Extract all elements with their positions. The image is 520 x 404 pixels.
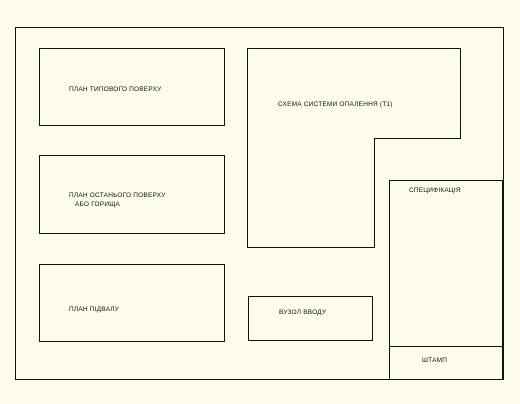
inlet-node-label: ВУЗОЛ ВВОДУ [279,309,327,316]
stamp-label: ШТАМП [422,357,448,364]
typical-floor-plan-label: ПЛАН ТИПОВОГО ПОВЕРХУ [69,86,162,93]
sheet-frame [15,27,504,380]
specification-label: СПЕЦИФІКАЦІЯ [409,187,461,194]
typical-floor-plan-block [39,48,225,126]
basement-plan-label: ПЛАН ПІДВАЛУ [69,306,120,313]
specification-block [389,180,503,380]
last-floor-plan-label-line2: АБО ГОРИЩА [75,201,121,208]
last-floor-plan-block [39,155,225,234]
inlet-node-block [248,296,373,341]
basement-plan-block [39,264,225,342]
last-floor-plan-label-line1: ПЛАН ОСТАНЬОГО ПОВЕРХУ [69,192,166,199]
heating-scheme-label: СХЕМА СИСТЕМИ ОПАЛЕННЯ (Т1) [278,101,393,108]
heating-scheme-block [247,48,461,248]
